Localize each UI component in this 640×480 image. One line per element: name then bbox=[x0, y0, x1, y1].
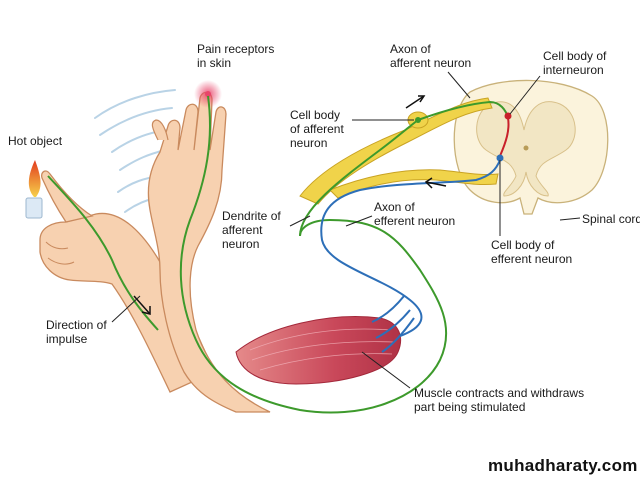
label-spinal-cord: Spinal cord bbox=[582, 212, 640, 226]
watermark: muhadharaty.com bbox=[488, 456, 638, 475]
label-direction-impulse: Direction of impulse bbox=[46, 318, 107, 346]
label-axon-efferent: Axon of efferent neuron bbox=[374, 200, 456, 228]
sensory-fiber bbox=[47, 95, 509, 414]
interneuron-cell-body bbox=[504, 112, 512, 120]
motor-fiber bbox=[320, 159, 501, 353]
label-cell-body-efferent: Cell body of efferent neuron bbox=[491, 238, 573, 266]
flame-icon bbox=[28, 160, 41, 197]
upper-arm bbox=[147, 80, 271, 413]
interneuron bbox=[499, 117, 510, 157]
label-cell-body-afferent: Cell body of afferent neuron bbox=[290, 108, 344, 150]
efferent-cell-body bbox=[496, 154, 504, 162]
label-cell-body-interneuron: Cell body of interneuron bbox=[543, 49, 607, 77]
afferent-cell-body bbox=[415, 117, 421, 123]
candle bbox=[25, 160, 43, 219]
muscle bbox=[235, 316, 402, 385]
leader-lines bbox=[111, 71, 581, 389]
label-hot-object: Hot object bbox=[8, 134, 63, 148]
label-pain-receptors: Pain receptors in skin bbox=[197, 42, 275, 70]
motion-lines bbox=[94, 89, 176, 213]
label-axon-afferent: Axon of afferent neuron bbox=[390, 42, 472, 70]
label-muscle-contracts: Muscle contracts and withdraws part bein… bbox=[414, 386, 585, 414]
label-dendrite-afferent: Dendrite of afferent neuron bbox=[222, 209, 281, 251]
